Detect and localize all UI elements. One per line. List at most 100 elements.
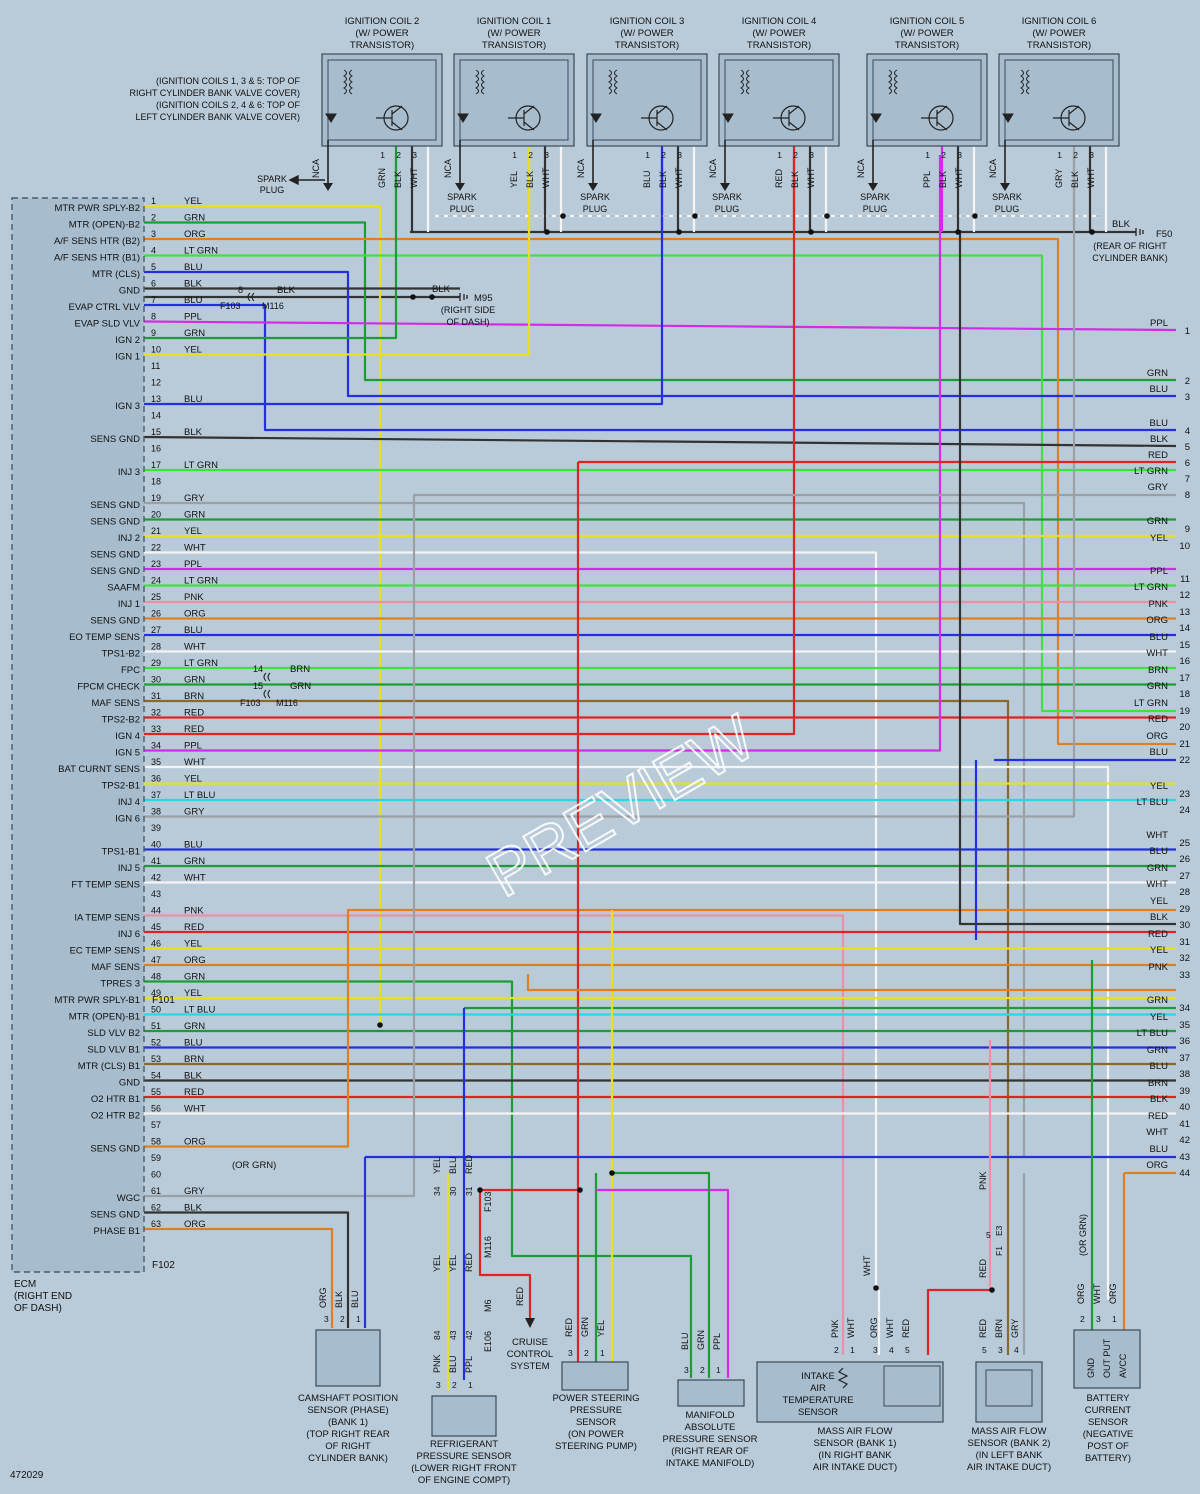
splice-refrig [477, 1187, 483, 1193]
ecm-pin-16-number: 16 [151, 444, 161, 454]
ecm-pin-5-wire-color: BLU [184, 262, 203, 273]
ecm-pin-53-wire-color: BRN [184, 1054, 204, 1065]
ecm-pin-10-wire-color: YEL [184, 345, 202, 356]
refrig-label: OF ENGINE COMPT) [418, 1475, 510, 1486]
harness-wire-color-42: WHT [1146, 1127, 1168, 1138]
ecm-pin-57-number: 57 [151, 1120, 161, 1130]
ps-label: POWER STEERING [552, 1393, 639, 1404]
maf1-red-wire [926, 1288, 992, 1355]
ecm-pin-58-function: SENS GND [90, 1144, 140, 1155]
cam-label: (BANK 1) [328, 1417, 368, 1428]
ecm-pin-23-wire-color: PPL [184, 559, 202, 570]
ecm-pin-32-wire-color: RED [184, 708, 204, 719]
maf1-wire-color: WHT [846, 1317, 856, 1338]
ignition-coil-4 [718, 53, 840, 191]
ecm-wire-pin-7 [144, 303, 1176, 432]
ecm-pin-51-wire-color: GRN [184, 1021, 205, 1032]
coil-pin-number: 2 [941, 150, 946, 160]
ground-m95-location-1: (RIGHT SIDE [441, 305, 495, 315]
ecm-pin-8-function: EVAP SLD VLV [75, 319, 141, 330]
ecm-pin-40-wire-color: BLU [184, 840, 203, 851]
battery-sensor [1073, 1329, 1141, 1389]
maf2-wire-color: RED [978, 1318, 988, 1338]
coil-title: IGNITION COIL 4 [742, 16, 817, 27]
ecm-pin-2-number: 2 [151, 213, 156, 223]
ecm-pin-12-number: 12 [151, 378, 161, 388]
maf2-sensor [975, 1361, 1043, 1423]
ecm-pin-10-number: 10 [151, 345, 161, 355]
ecm-pin-6-number: 6 [151, 279, 156, 289]
coil-subtitle: (W/ POWER [1032, 28, 1085, 39]
ecm-pin-48-wire-color: GRN [184, 972, 205, 983]
harness-terminal-3: 3 [1185, 392, 1190, 403]
harness-terminal-9: 9 [1185, 524, 1190, 535]
ecm-pin-41-wire-color: GRN [184, 856, 205, 867]
maf2-label: SENSOR (BANK 2) [968, 1438, 1051, 1449]
ground-splice [808, 229, 814, 235]
harness-terminal-11: 11 [1180, 574, 1190, 585]
ecm-pin-20-number: 20 [151, 510, 161, 520]
harness-terminal-2: 2 [1185, 376, 1190, 387]
coil-pin-number: 1 [925, 150, 930, 160]
harness-wire-color-39: BRN [1148, 1078, 1168, 1089]
cam-label: (TOP RIGHT REAR [306, 1429, 390, 1440]
coil-title: IGNITION COIL 6 [1022, 16, 1097, 27]
harness-wire-color-12: LT GRN [1134, 582, 1168, 593]
ecm-pin-1-number: 1 [151, 196, 156, 206]
bat-wire-color: ORG [1076, 1283, 1086, 1304]
ignition-coil-5 [866, 53, 988, 191]
ecm-pin-34-function: IGN 5 [115, 748, 140, 759]
ecm-pin-54-function: GND [119, 1078, 140, 1089]
power-steering-sensor [561, 1361, 629, 1391]
coil-pin-number: 2 [1073, 150, 1078, 160]
bat-label: (NEGATIVE [1083, 1429, 1134, 1440]
ecm-pin-17-number: 17 [151, 460, 161, 470]
ecm-pin-29-number: 29 [151, 658, 161, 668]
splice-yel-49 [377, 1022, 383, 1028]
ecm-pin-58-number: 58 [151, 1137, 161, 1147]
ecm-pin-35-wire-color: WHT [184, 757, 206, 768]
harness-terminal-41: 41 [1179, 1119, 1190, 1130]
ecm-pin-61-number: 61 [151, 1186, 161, 1196]
harness-wire-color-3: BLU [1150, 384, 1169, 395]
ecm-pin-14-number: 14 [151, 411, 161, 421]
harness-terminal-26: 26 [1179, 854, 1190, 865]
ecm-pin-54-wire-color: BLK [184, 1071, 203, 1082]
ps-label: STEERING PUMP) [555, 1441, 637, 1452]
coil-winding [343, 69, 353, 95]
coil-pin-wire-color: YEL [509, 171, 519, 188]
ecm-pin-41-function: INJ 5 [118, 863, 140, 874]
ecm-pin-63-function: PHASE B1 [94, 1226, 140, 1237]
ecm-pin-36-function: TPS2-B1 [101, 781, 140, 792]
ecm-pin-19-function: SENS GND [90, 500, 140, 511]
harness-wire-color-1: PPL [1150, 318, 1168, 329]
ecm-pin-26-function: SENS GND [90, 616, 140, 627]
ecm-wire-pin-22 [144, 551, 878, 1288]
m95-splice-2 [429, 294, 435, 300]
ecm-pin-50-wire-color: LT BLU [184, 1005, 215, 1016]
ecm-pin-43-number: 43 [151, 889, 161, 899]
ecm-wire-pin-19 [144, 501, 1026, 1157]
harness-terminal-39: 39 [1179, 1086, 1190, 1097]
ecm-pin-63-wire-color: ORG [184, 1219, 206, 1230]
harness-wire-color-13: PNK [1148, 599, 1168, 610]
ecm-pin-51-function: SLD VLV B2 [87, 1028, 140, 1039]
power-steering-housing [561, 1361, 629, 1391]
harness-wire-color-21: ORG [1146, 731, 1168, 742]
ecm-pin-40-function: TPS1-B1 [101, 847, 140, 858]
ecm-pin-26-wire-color: ORG [184, 609, 206, 620]
ecm-pin-27-wire-color: BLU [184, 625, 203, 636]
coil-subtitle-2: TRANSISTOR) [895, 40, 959, 51]
wht-splice [692, 213, 698, 219]
refrig-top-color: BLU [448, 1156, 458, 1174]
refrig-connector-pin: 84 [432, 1330, 442, 1340]
connector-pin-8-color: BLK [277, 285, 296, 296]
transistor-symbol [1053, 105, 1080, 131]
bat-label: SENSOR [1088, 1417, 1128, 1428]
ecm-pin-58-wire-color: ORG [184, 1137, 206, 1148]
refrig-m116: M116 [483, 1236, 493, 1258]
ecm-pin-30-function: FPCM CHECK [77, 682, 140, 693]
spark-arrow [868, 183, 878, 191]
ecm-pin-11-number: 11 [151, 361, 160, 371]
coil-pin-number: 1 [777, 150, 782, 160]
